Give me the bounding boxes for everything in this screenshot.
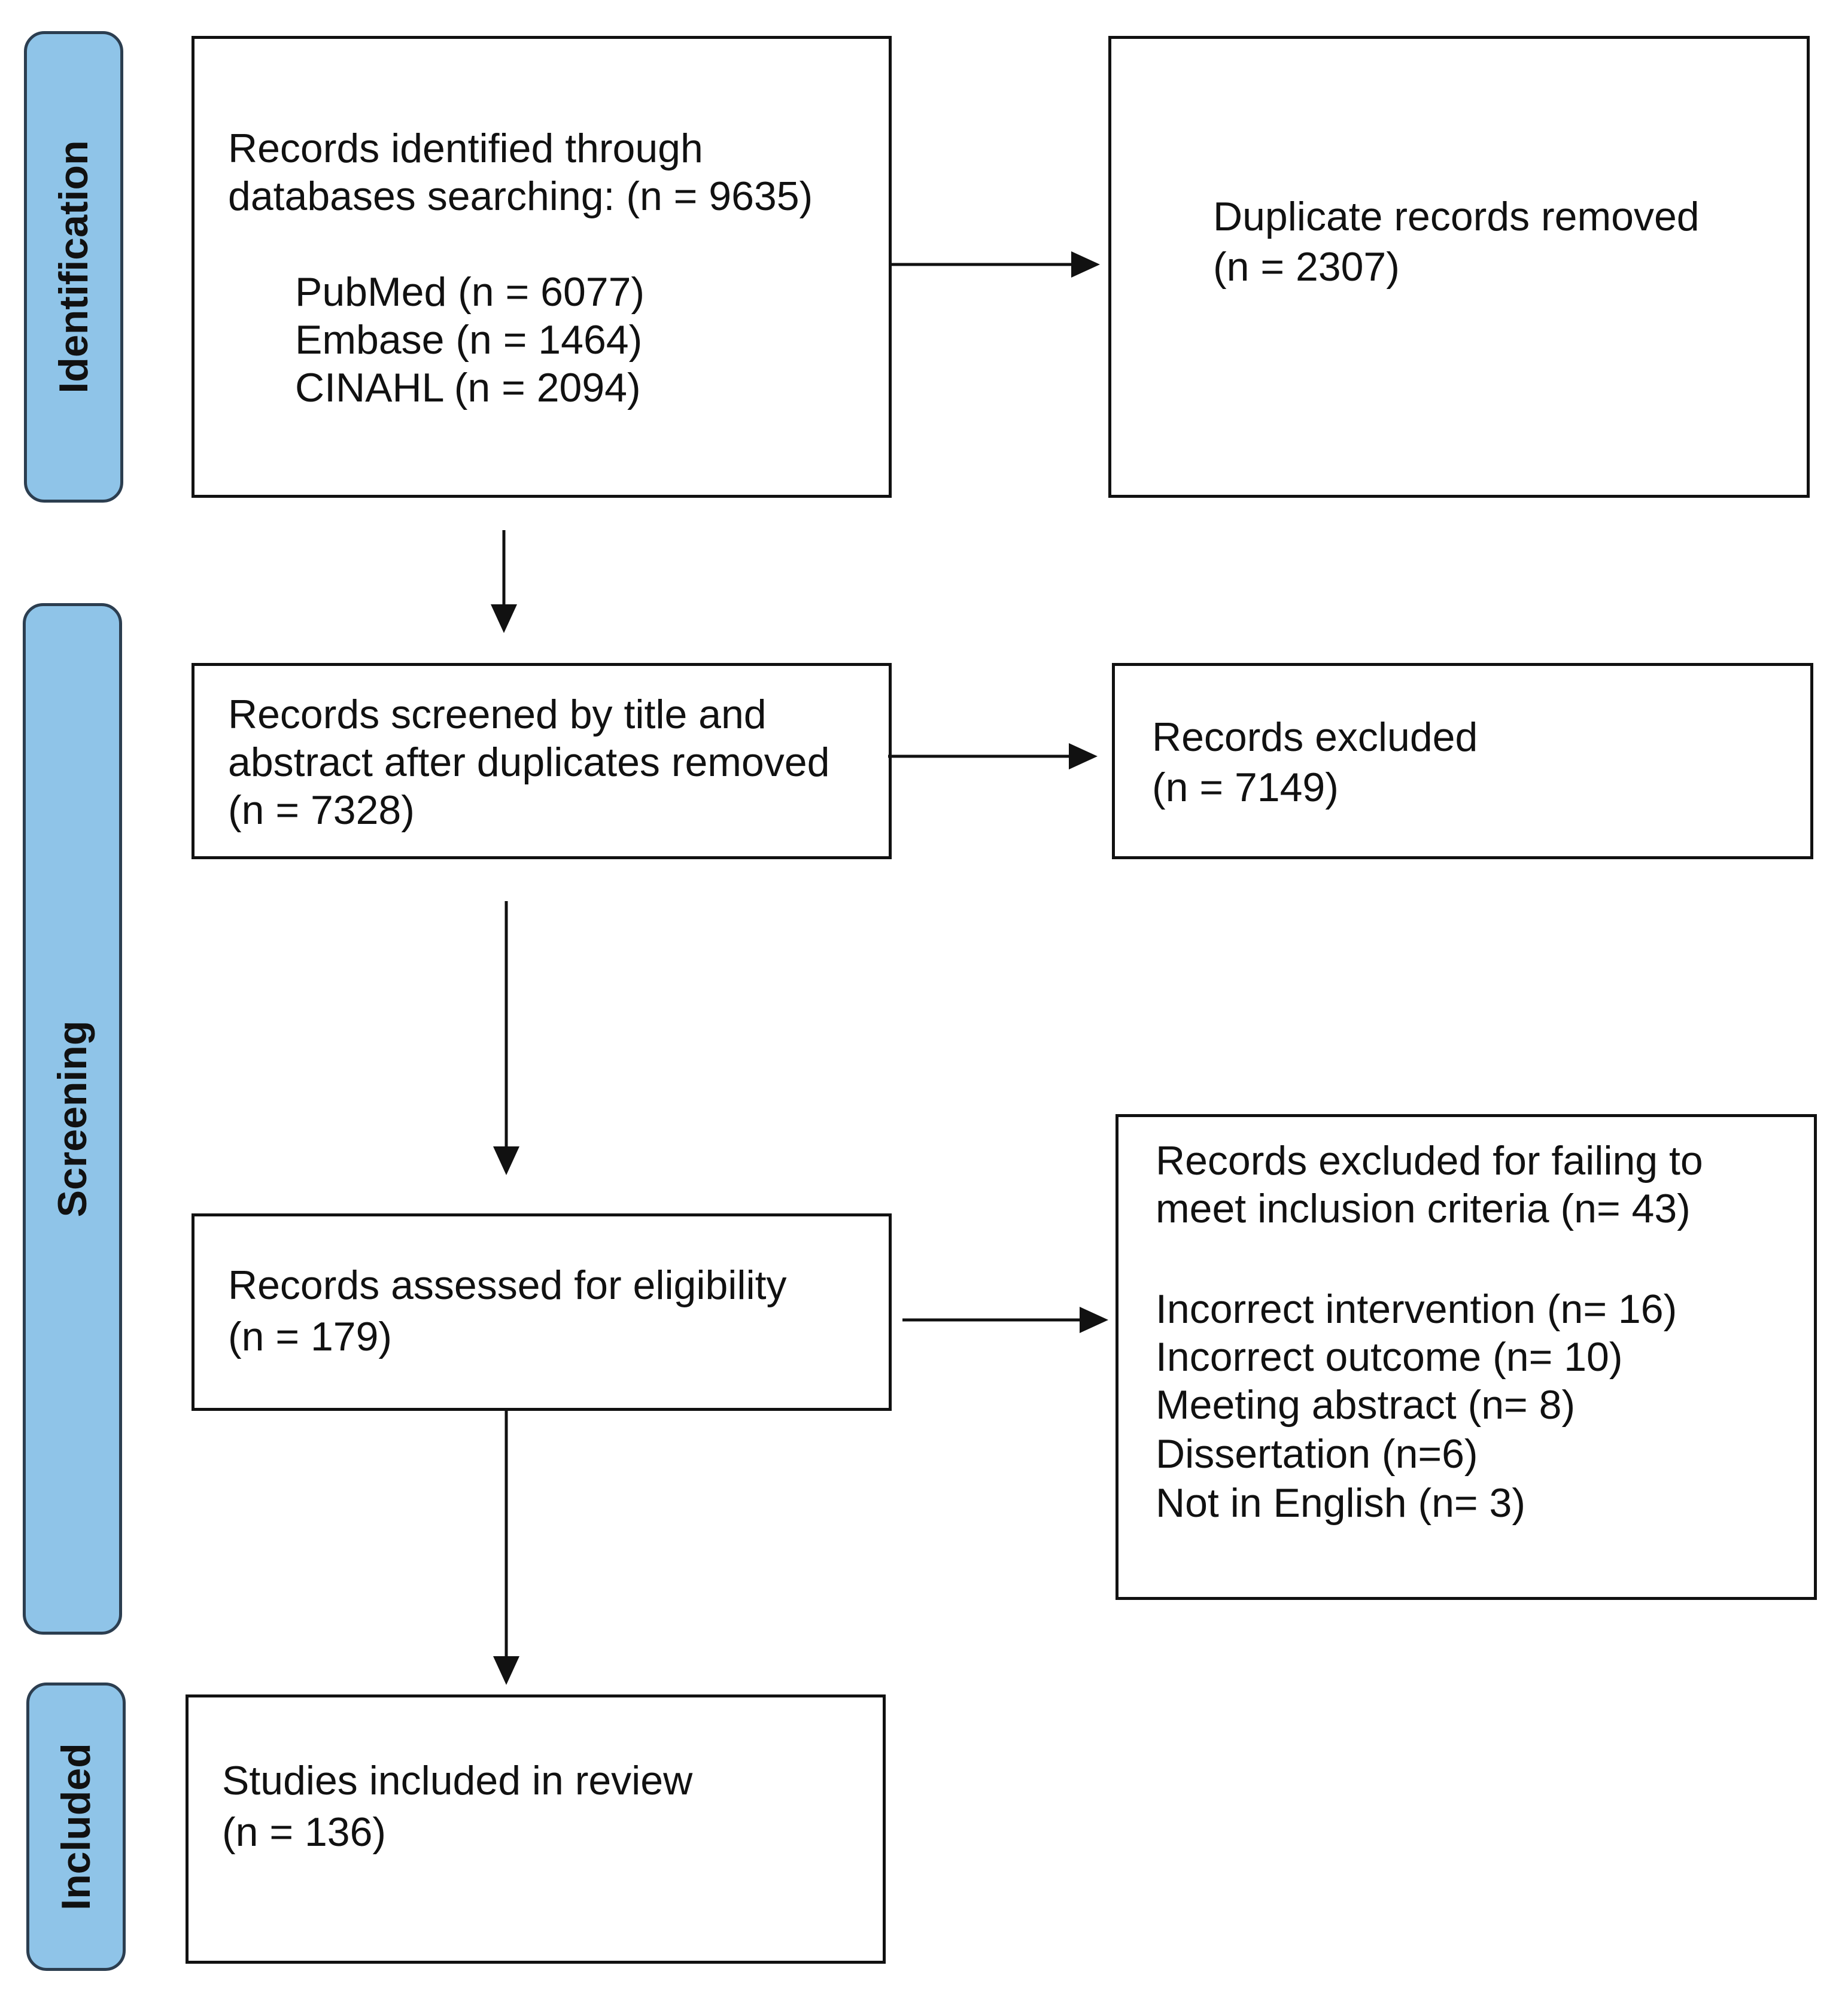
records-screened-line2: abstract after duplicates removed [228, 740, 830, 785]
records-identified-line1: Records identified through [228, 126, 703, 171]
records-identified-box: Records identified through databases sea… [192, 36, 892, 498]
duplicates-removed-line1: Duplicate records removed [1213, 194, 1700, 239]
records-excluded-box: Records excluded (n = 7149) [1112, 663, 1813, 859]
arrow-screened-to-eligibility [493, 901, 519, 1175]
eligibility-line2: (n = 179) [228, 1314, 393, 1359]
records-screened-line1: Records screened by title and [228, 692, 767, 737]
arrow-identified-to-screened [491, 530, 517, 633]
source-embase: Embase (n = 1464) [295, 317, 643, 363]
source-pubmed: PubMed (n = 6077) [295, 269, 645, 315]
phase-screening: Screening [23, 603, 122, 1635]
records-identified-line2: databases searching: (n = 9635) [228, 174, 813, 219]
duplicates-removed-line2: (n = 2307) [1213, 244, 1400, 290]
records-screened-line3: (n = 7328) [228, 787, 415, 833]
studies-included-line1: Studies included in review [222, 1758, 693, 1803]
excluded-criteria-box: Records excluded for failing to meet inc… [1116, 1114, 1817, 1600]
reason-meeting-abstract: Meeting abstract (n= 8) [1156, 1382, 1576, 1428]
records-excluded-line2: (n = 7149) [1152, 765, 1339, 810]
eligibility-box: Records assessed for eligibility (n = 17… [192, 1213, 892, 1411]
studies-included-box: Studies included in review (n = 136) [186, 1694, 886, 1964]
arrow-eligibility-to-included [493, 1411, 519, 1685]
excluded-criteria-line2: meet inclusion criteria (n= 43) [1156, 1186, 1691, 1231]
reason-incorrect-outcome: Incorrect outcome (n= 10) [1156, 1334, 1623, 1380]
arrow-identified-to-duplicates [892, 251, 1100, 278]
phase-included: Included [26, 1683, 126, 1971]
phase-identification: Identification [24, 31, 123, 503]
records-screened-box: Records screened by title and abstract a… [192, 663, 892, 859]
duplicates-removed-box: Duplicate records removed (n = 2307) [1108, 36, 1810, 498]
records-excluded-line1: Records excluded [1152, 714, 1478, 760]
studies-included-line2: (n = 136) [222, 1809, 387, 1855]
arrow-eligibility-to-excluded-criteria [902, 1307, 1108, 1333]
excluded-criteria-line1: Records excluded for failing to [1156, 1138, 1703, 1184]
arrow-screened-to-excluded [888, 743, 1098, 769]
reason-not-english: Not in English (n= 3) [1156, 1480, 1525, 1526]
eligibility-line1: Records assessed for eligibility [228, 1262, 787, 1308]
reason-incorrect-intervention: Incorrect intervention (n= 16) [1156, 1286, 1677, 1332]
reason-dissertation: Dissertation (n=6) [1156, 1431, 1478, 1477]
source-cinahl: CINAHL (n = 2094) [295, 365, 641, 410]
